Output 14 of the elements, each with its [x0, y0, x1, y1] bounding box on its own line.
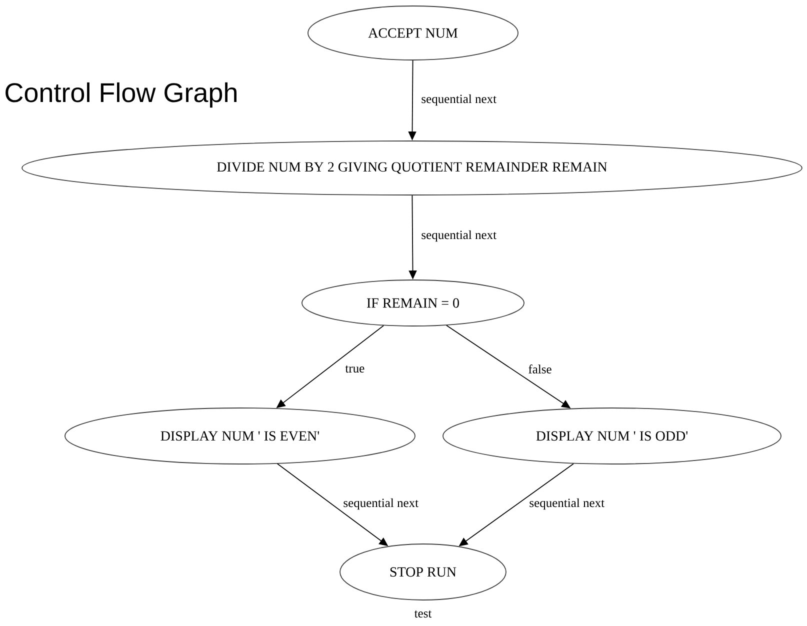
ellipse-node: IF REMAIN = 0 — [302, 280, 524, 326]
ellipse-node: DIVIDE NUM BY 2 GIVING QUOTIENT REMAINDER REMAIN — [22, 140, 802, 196]
edge-label: sequential next — [528, 497, 606, 511]
title: Control Flow Graph — [6, 82, 236, 108]
edge-label: sequential next — [342, 497, 420, 511]
ellipse-node: ACCEPT NUM — [308, 6, 518, 60]
edge-label: true — [344, 364, 366, 374]
ellipse-node: DISPLAY NUM ' IS EVEN' — [64, 408, 416, 464]
edge-label: false — [527, 364, 553, 374]
edge-label: sequential next — [420, 93, 498, 107]
caption: test — [414, 610, 432, 618]
edge-label: sequential next — [420, 229, 498, 243]
ellipse-node: STOP RUN — [340, 544, 506, 600]
ellipse-node: DISPLAY NUM ' IS ODD' — [442, 408, 782, 464]
